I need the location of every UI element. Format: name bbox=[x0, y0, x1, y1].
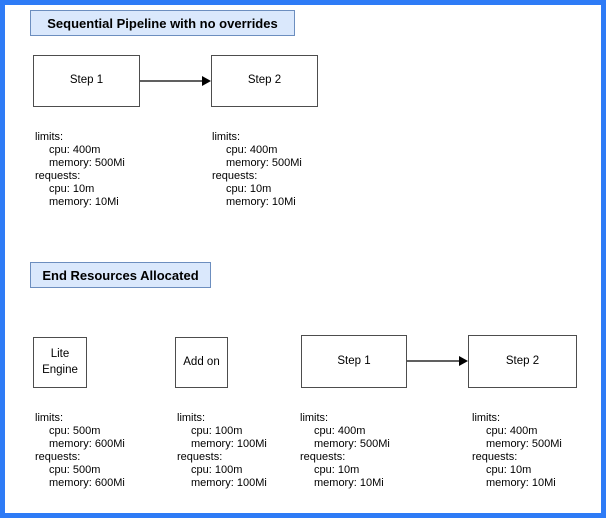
section1-title-text: Sequential Pipeline with no overrides bbox=[47, 15, 278, 31]
section2-addon-node: Add on bbox=[175, 337, 228, 388]
section2-step1-resources: limits: cpu: 400m memory: 500Mi requests… bbox=[300, 412, 390, 490]
section1-step2-label: Step 2 bbox=[247, 74, 282, 87]
requests-memory: memory: 600Mi bbox=[49, 477, 125, 489]
requests-cpu: cpu: 10m bbox=[314, 464, 360, 476]
section1-step1-node: Step 1 bbox=[33, 55, 140, 107]
lite-engine-label-line2: Engine bbox=[42, 363, 78, 376]
requests-memory: memory: 10Mi bbox=[314, 477, 384, 489]
section2-step1-label: Step 1 bbox=[337, 354, 371, 367]
requests-memory: memory: 10Mi bbox=[226, 196, 296, 208]
section1-step1-label: Step 1 bbox=[69, 74, 104, 87]
limits-memory: memory: 100Mi bbox=[191, 438, 267, 450]
section2-lite-engine-resources: limits: cpu: 500m memory: 600Mi requests… bbox=[35, 412, 125, 490]
requests-label: requests: bbox=[212, 170, 258, 182]
section2-title: End Resources Allocated bbox=[30, 262, 211, 288]
section2-step1-node: Step 1 bbox=[301, 335, 407, 388]
limits-memory: memory: 500Mi bbox=[314, 438, 390, 450]
limits-cpu: cpu: 400m bbox=[226, 144, 278, 156]
requests-label: requests: bbox=[35, 170, 81, 182]
addon-label: Add on bbox=[183, 355, 220, 368]
requests-label: requests: bbox=[177, 451, 223, 463]
limits-cpu: cpu: 100m bbox=[191, 425, 243, 437]
limits-memory: memory: 500Mi bbox=[49, 157, 125, 169]
section1-step1-resources: limits: cpu: 400m memory: 500Mi requests… bbox=[35, 131, 125, 209]
limits-label: limits: bbox=[212, 131, 241, 143]
limits-cpu: cpu: 500m bbox=[49, 425, 101, 437]
requests-memory: memory: 10Mi bbox=[486, 477, 556, 489]
section2-step2-resources: limits: cpu: 400m memory: 500Mi requests… bbox=[472, 412, 562, 490]
limits-cpu: cpu: 400m bbox=[314, 425, 366, 437]
limits-memory: memory: 500Mi bbox=[486, 438, 562, 450]
limits-memory: memory: 500Mi bbox=[226, 157, 302, 169]
requests-label: requests: bbox=[472, 451, 518, 463]
limits-label: limits: bbox=[177, 412, 206, 424]
section2-arrow-step1-to-step2 bbox=[407, 356, 468, 366]
section1-step2-node: Step 2 bbox=[211, 55, 318, 107]
section2-title-text: End Resources Allocated bbox=[42, 267, 199, 283]
section2-addon-resources: limits: cpu: 100m memory: 100Mi requests… bbox=[177, 412, 267, 490]
limits-cpu: cpu: 400m bbox=[49, 144, 101, 156]
requests-cpu: cpu: 100m bbox=[191, 464, 243, 476]
section1-step2-resources: limits: cpu: 400m memory: 500Mi requests… bbox=[212, 131, 302, 209]
limits-label: limits: bbox=[472, 412, 501, 424]
requests-cpu: cpu: 500m bbox=[49, 464, 101, 476]
limits-label: limits: bbox=[300, 412, 329, 424]
limits-label: limits: bbox=[35, 131, 64, 143]
requests-label: requests: bbox=[300, 451, 346, 463]
section1-title: Sequential Pipeline with no overrides bbox=[30, 10, 295, 36]
requests-memory: memory: 100Mi bbox=[191, 477, 267, 489]
requests-label: requests: bbox=[35, 451, 81, 463]
requests-cpu: cpu: 10m bbox=[226, 183, 272, 195]
section2-lite-engine-node: Lite Engine bbox=[33, 337, 87, 388]
section2-step2-label: Step 2 bbox=[505, 354, 540, 367]
section1-arrow-step1-to-step2 bbox=[140, 76, 211, 86]
lite-engine-label-line1: Lite bbox=[50, 347, 70, 360]
limits-label: limits: bbox=[35, 412, 64, 424]
section2-step2-node: Step 2 bbox=[468, 335, 577, 388]
requests-cpu: cpu: 10m bbox=[486, 464, 532, 476]
requests-memory: memory: 10Mi bbox=[49, 196, 119, 208]
limits-memory: memory: 600Mi bbox=[49, 438, 125, 450]
requests-cpu: cpu: 10m bbox=[49, 183, 95, 195]
limits-cpu: cpu: 400m bbox=[486, 425, 538, 437]
